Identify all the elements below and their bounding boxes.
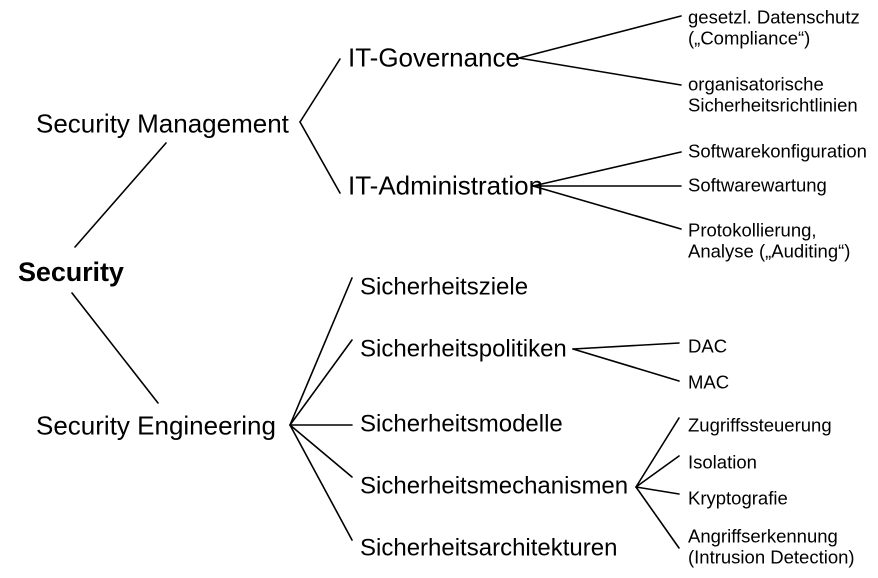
node-mac[interactable]: MAC — [688, 371, 730, 393]
edge-security-engineering-to-sicherheitsarchitekturen — [289, 424, 353, 541]
node-security-root[interactable]: Security — [18, 256, 124, 287]
edge-it-governance-to-datenschutz — [518, 15, 682, 59]
node-security-management[interactable]: Security Management — [36, 108, 289, 139]
node-sicherheitsarchitekturen[interactable]: Sicherheitsarchitekturen — [360, 534, 618, 562]
node-softwarewartung[interactable]: Softwarewartung — [688, 174, 827, 196]
node-sicherheitspolitiken[interactable]: Sicherheitspolitiken — [360, 335, 567, 363]
edge-sicherheitspolitiken-to-dac — [572, 342, 680, 350]
node-isolation[interactable]: Isolation — [688, 451, 757, 473]
node-sicherheitsmechanismen[interactable]: Sicherheitsmechanismen — [360, 472, 629, 500]
node-sicherheitsmodelle[interactable]: Sicherheitsmodelle — [360, 410, 563, 438]
edge-sicherheitsmechanismen-to-zugriffssteuerung — [635, 417, 680, 488]
edge-sicherheitsmechanismen-to-kryptografie — [635, 486, 680, 495]
edge-it-administration-to-softwarekonfiguration — [532, 151, 682, 187]
node-sicherheitsziele[interactable]: Sicherheitsziele — [360, 273, 529, 301]
edge-it-governance-to-richtlinien — [518, 57, 682, 86]
edge-root-to-security-engineering — [71, 292, 159, 404]
edge-sicherheitsmechanismen-to-angriffserkennung — [635, 486, 680, 549]
edge-security-management-to-it-governance — [299, 58, 341, 123]
edge-sicherheitspolitiken-to-mac — [572, 348, 680, 382]
node-protokollierung-analyse[interactable]: Protokollierung, Analyse („Auditing“) — [688, 219, 851, 261]
node-kryptografie[interactable]: Kryptografie — [688, 487, 788, 509]
node-angriffserkennung[interactable]: Angriffserkennung (Intrusion Detection) — [688, 525, 855, 567]
edge-security-engineering-to-sicherheitsmechanismen — [289, 424, 353, 478]
edge-security-engineering-to-sicherheitspolitiken — [289, 339, 353, 426]
node-organisatorische-sicherheitsrichtlinien[interactable]: organisatorische Sicherheitsrichtlinien — [688, 73, 858, 115]
edge-security-management-to-it-administration — [299, 121, 341, 194]
node-gesetzl-datenschutz[interactable]: gesetzl. Datenschutz („Compliance“) — [688, 6, 860, 48]
node-zugriffssteuerung[interactable]: Zugriffssteuerung — [688, 414, 832, 436]
node-softwarekonfiguration[interactable]: Softwarekonfiguration — [688, 140, 867, 162]
node-security-engineering[interactable]: Security Engineering — [36, 410, 276, 441]
edge-security-engineering-to-sicherheitsziele — [289, 277, 353, 426]
node-it-governance[interactable]: IT-Governance — [348, 42, 520, 73]
edge-it-administration-to-protokollierung — [532, 185, 682, 230]
edge-root-to-security-management — [74, 142, 167, 248]
edge-sicherheitsmechanismen-to-isolation — [635, 455, 680, 488]
node-it-administration[interactable]: IT-Administration — [348, 170, 544, 201]
node-dac[interactable]: DAC — [688, 335, 728, 357]
